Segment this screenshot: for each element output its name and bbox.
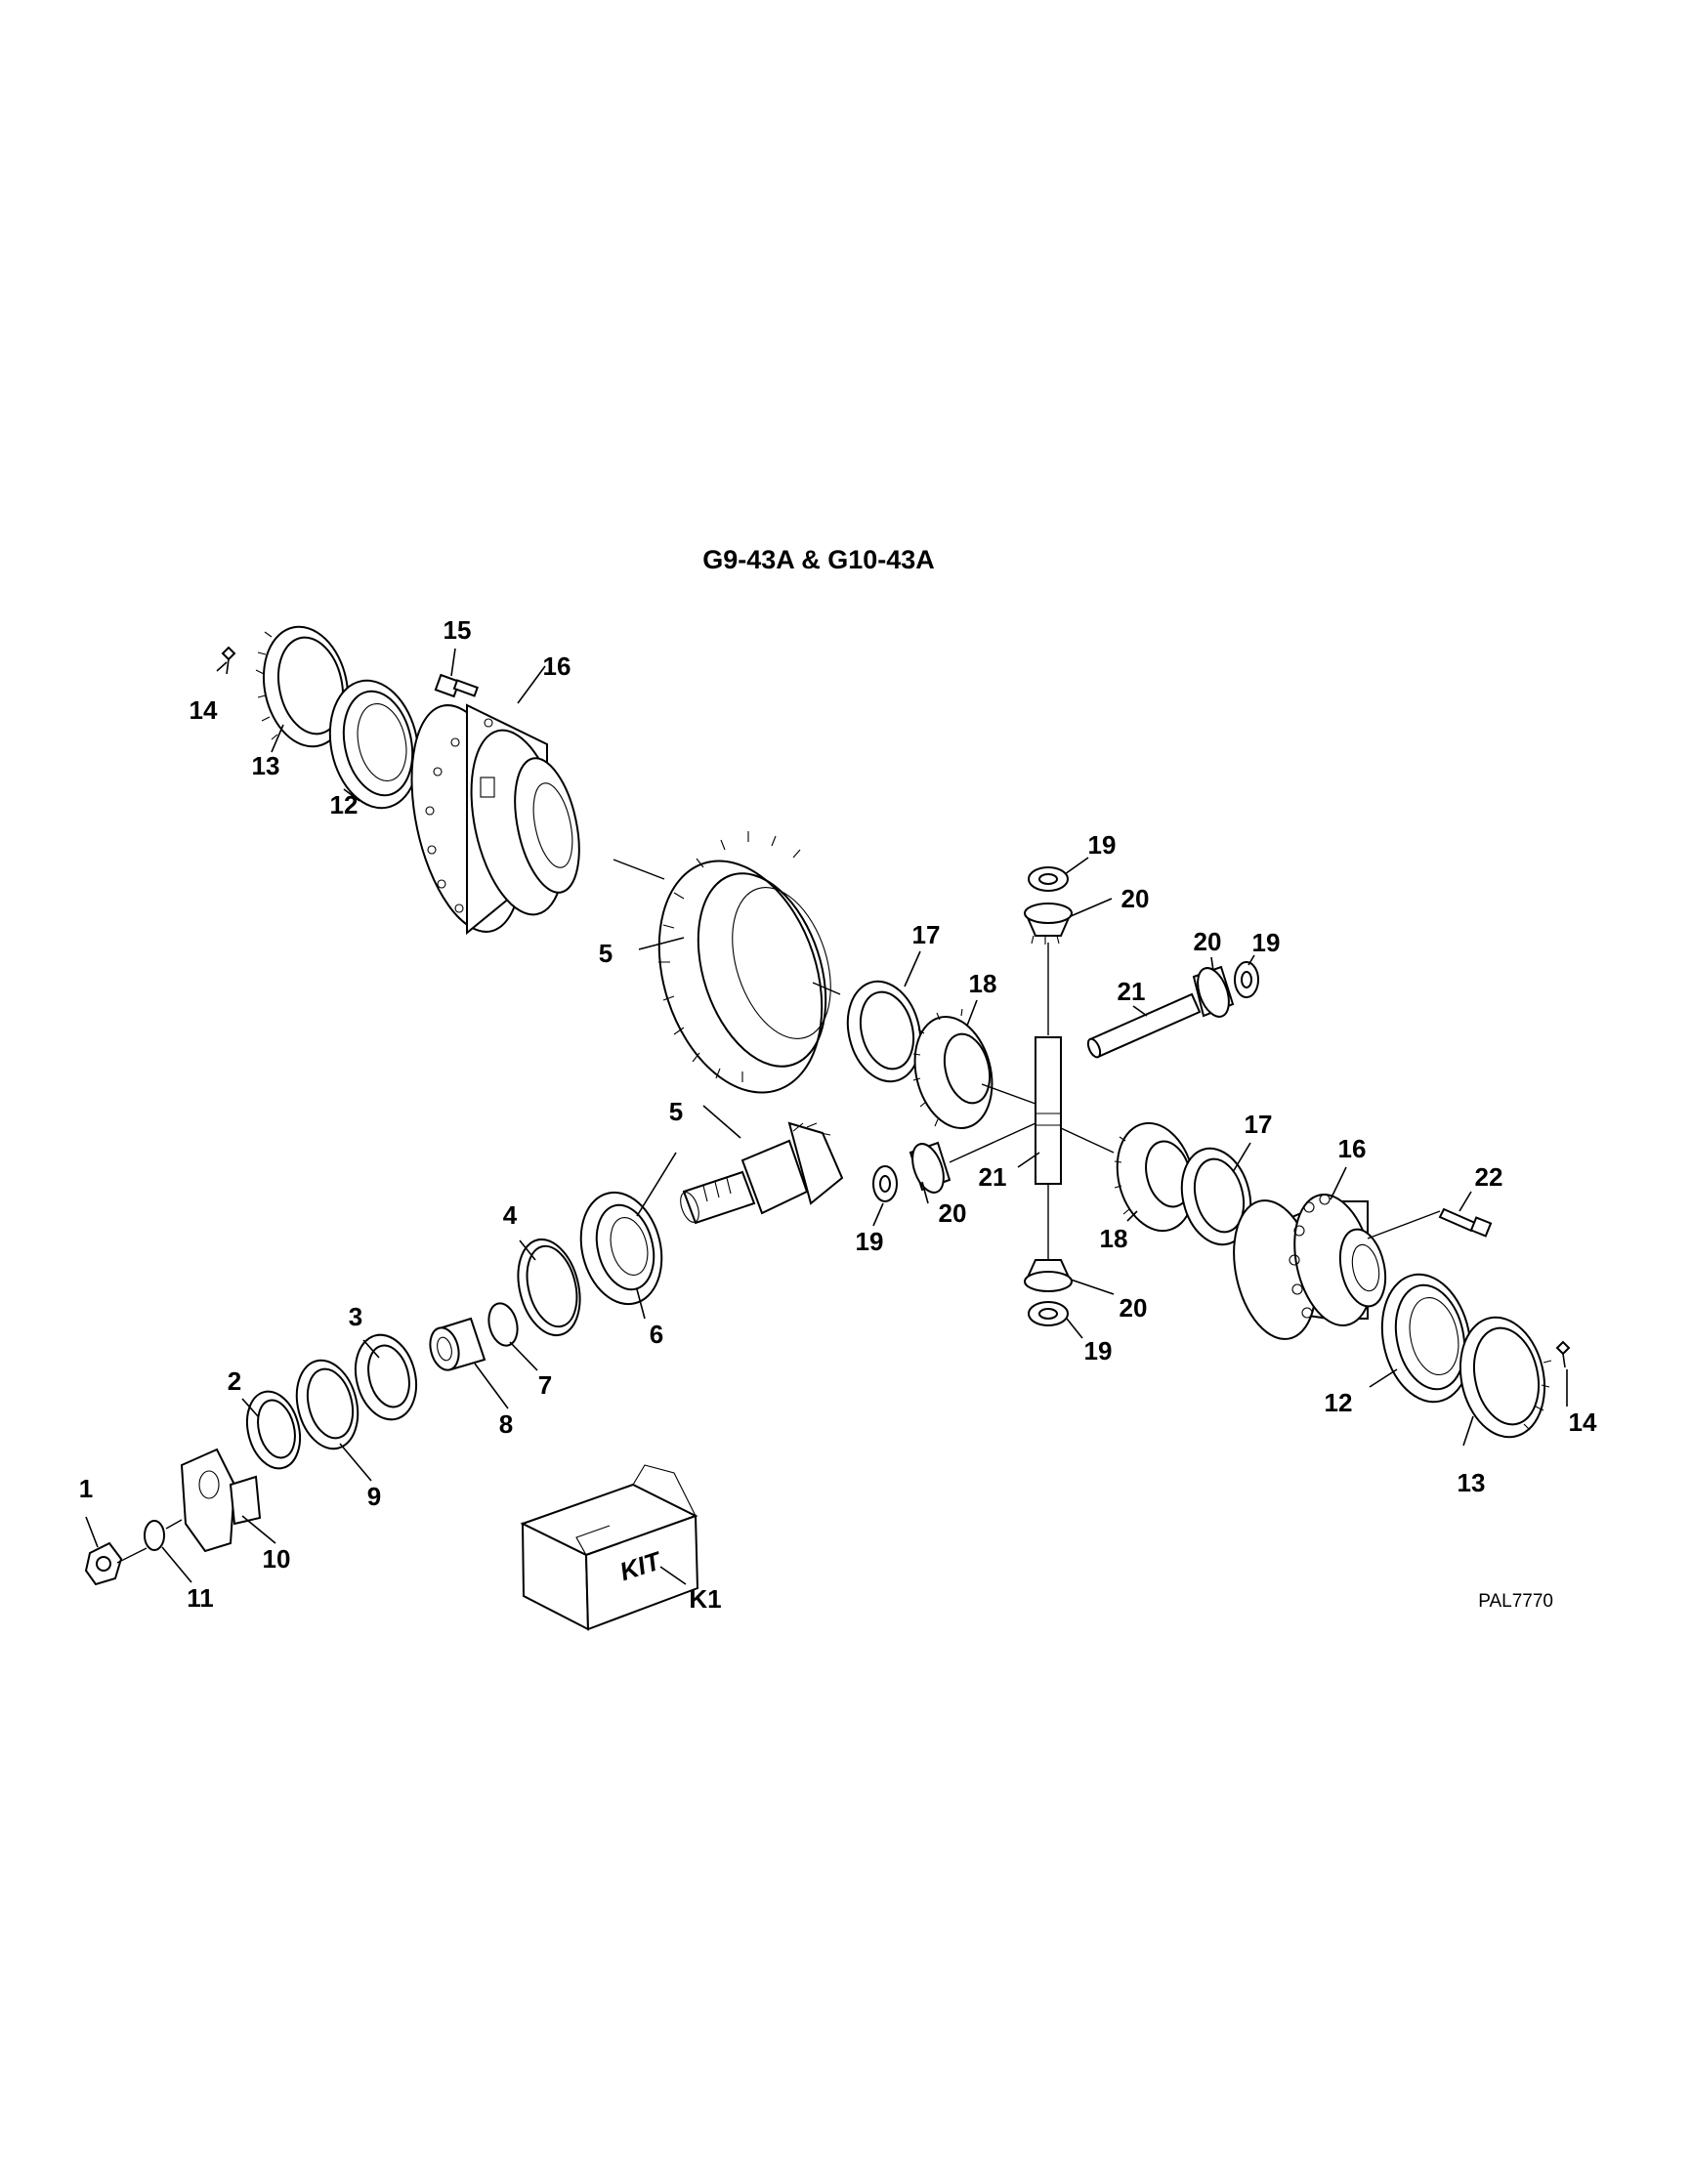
leader-lines [85,648,1568,1585]
part-18-side-gear-left [912,1008,993,1130]
part-14-screw-lower [1555,1340,1571,1368]
callout-4: 4 [503,1200,518,1230]
part-17-thrust-washer-right [1180,1147,1252,1246]
part-5-drive-pinion [680,1121,844,1225]
part-13-adjuster-ring-lower [1458,1316,1552,1439]
figure-id: PAL7770 [1478,1591,1553,1612]
callout-18-right: 18 [1100,1224,1128,1253]
callout-19-left: 19 [856,1227,884,1256]
callout-20-top: 20 [1121,884,1150,913]
part-21-cross-shaft-diagonal [1086,992,1202,1059]
callout-21-vertical: 21 [979,1162,1007,1192]
callout-17-right: 17 [1245,1110,1273,1139]
part-19-washer-top [1028,866,1069,892]
part-14-screw-upper [221,646,236,675]
callout-2: 2 [228,1366,241,1396]
callout-k1: K1 [689,1584,721,1614]
part-20-pinion-gear-top [1024,903,1073,945]
callout-12-lower: 12 [1325,1388,1353,1417]
callout-6: 6 [650,1320,663,1349]
callout-20-bottom: 20 [1120,1293,1148,1323]
part-2-seal [245,1390,302,1470]
callout-9: 9 [367,1482,381,1511]
part-15-bolt [434,673,479,698]
part-3-bearing-cone [355,1333,417,1421]
part-1-nut [84,1541,123,1586]
part-17-thrust-washer-left [846,980,922,1083]
callout-8: 8 [499,1409,513,1439]
part-22-bolt [1438,1207,1493,1238]
part-19-washer-left [872,1165,898,1202]
callout-14-lower: 14 [1569,1407,1597,1437]
part-9-bearing-cup [295,1359,359,1450]
part-21-cross-shaft-vertical [1035,1036,1062,1185]
callout-19-top: 19 [1088,830,1117,860]
part-20-pinion-gear-bottom [1024,1259,1073,1292]
callout-18-left: 18 [969,969,997,998]
callout-3: 3 [349,1302,362,1331]
callout-15: 15 [444,615,472,645]
callout-5-drive-pinion: 5 [669,1097,683,1126]
callout-7: 7 [538,1370,552,1400]
kit-box: KIT [520,1464,699,1631]
part-5-ring-gear [657,831,831,1094]
part-20-pinion-gear-left [909,1141,951,1194]
callouts: 1 2 3 4 5 5 6 7 8 9 10 11 12 12 13 13 14… [79,615,1597,1614]
callout-13-upper: 13 [252,751,280,780]
callout-19-right: 19 [1252,928,1281,957]
callout-14-upper: 14 [190,695,218,725]
diagram-title: G9-43A & G10-43A [702,545,935,574]
part-20-pinion-gear-right [1192,965,1235,1018]
callout-13-lower: 13 [1458,1468,1486,1497]
part-12-bearing-cup-upper [328,679,420,810]
part-16-diff-case-upper [410,703,580,936]
callout-16-lower: 16 [1338,1134,1367,1163]
callout-21-diagonal: 21 [1118,977,1146,1006]
part-19-washer-right [1234,961,1259,998]
callout-5-ring-gear: 5 [599,939,613,968]
part-4-shim [517,1238,581,1337]
callout-12-upper: 12 [330,790,359,819]
callout-16-upper: 16 [543,651,571,681]
callout-10: 10 [263,1544,291,1574]
part-8-spacer [429,1317,486,1371]
part-10-yoke [180,1448,262,1553]
callout-19-bottom: 19 [1084,1336,1113,1365]
part-19-washer-bottom [1028,1301,1069,1326]
part-11-washer [144,1520,165,1551]
part-16-diff-case-lower [1233,1194,1387,1340]
callout-20-left: 20 [939,1198,967,1228]
callout-1: 1 [79,1474,93,1503]
callout-11: 11 [187,1583,214,1613]
callout-20-right: 20 [1194,927,1222,956]
callout-22: 22 [1475,1162,1503,1192]
part-12-bearing-cup-lower [1380,1273,1472,1404]
part-13-adjuster-ring-upper [255,625,350,748]
callout-17-left: 17 [912,920,941,949]
part-6-bearing [579,1191,663,1306]
part-7-snap-ring [487,1302,519,1347]
